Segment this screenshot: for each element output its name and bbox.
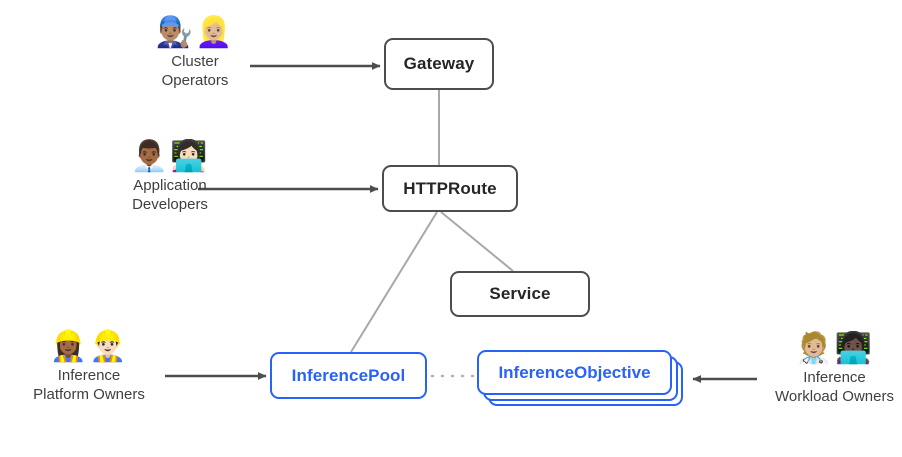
actor-inference-workload-owners-caption: Inference Workload Owners <box>775 369 894 405</box>
mechanic-people-emoji: 👨🏽‍🔧👱🏼‍♀️ <box>155 15 235 50</box>
node-service-label: Service <box>489 284 551 303</box>
node-inferenceobjective[interactable]: InferenceObjective <box>477 350 672 395</box>
edge-httproute-to-inferencepool <box>350 211 438 353</box>
actor-inference-workload-owners: 🧑🏼‍⚕️👩🏿‍💻 Inference Workload Owners <box>757 332 902 406</box>
office-worker-technologist-emoji: 👨🏾‍💼👩🏻‍💻 <box>130 139 210 174</box>
node-inferenceobjective-stack[interactable]: InferenceObjective <box>477 350 693 412</box>
node-httproute[interactable]: HTTPRoute <box>382 165 518 212</box>
actor-inference-platform-owners-caption: Inference Platform Owners <box>33 367 145 403</box>
node-httproute-label: HTTPRoute <box>403 178 497 198</box>
node-service[interactable]: Service <box>450 271 590 317</box>
construction-worker-people-emoji: 👷🏾‍♀️👷🏻‍♂️ <box>49 329 129 364</box>
node-gateway-label: Gateway <box>403 54 475 73</box>
health-worker-technologist-emoji: 🧑🏼‍⚕️👩🏿‍💻 <box>795 331 874 366</box>
node-inferencepool[interactable]: InferencePool <box>270 352 427 399</box>
node-inferenceobjective-label: InferenceObjective <box>498 362 651 382</box>
actor-cluster-operators-caption: Cluster Operators <box>161 53 229 89</box>
edge-httproute-to-service <box>440 211 514 272</box>
actor-cluster-operators: 👨🏽‍🔧👱🏼‍♀️ Cluster Operators <box>125 16 265 90</box>
actor-application-developers-caption: Application Developers <box>132 177 208 213</box>
node-inferencepool-label: InferencePool <box>291 365 406 385</box>
actor-application-developers: 👨🏾‍💼👩🏻‍💻 Application Developers <box>95 140 245 214</box>
node-gateway[interactable]: Gateway <box>384 38 494 90</box>
actor-inference-platform-owners: 👷🏾‍♀️👷🏻‍♂️ Inference Platform Owners <box>13 330 165 404</box>
